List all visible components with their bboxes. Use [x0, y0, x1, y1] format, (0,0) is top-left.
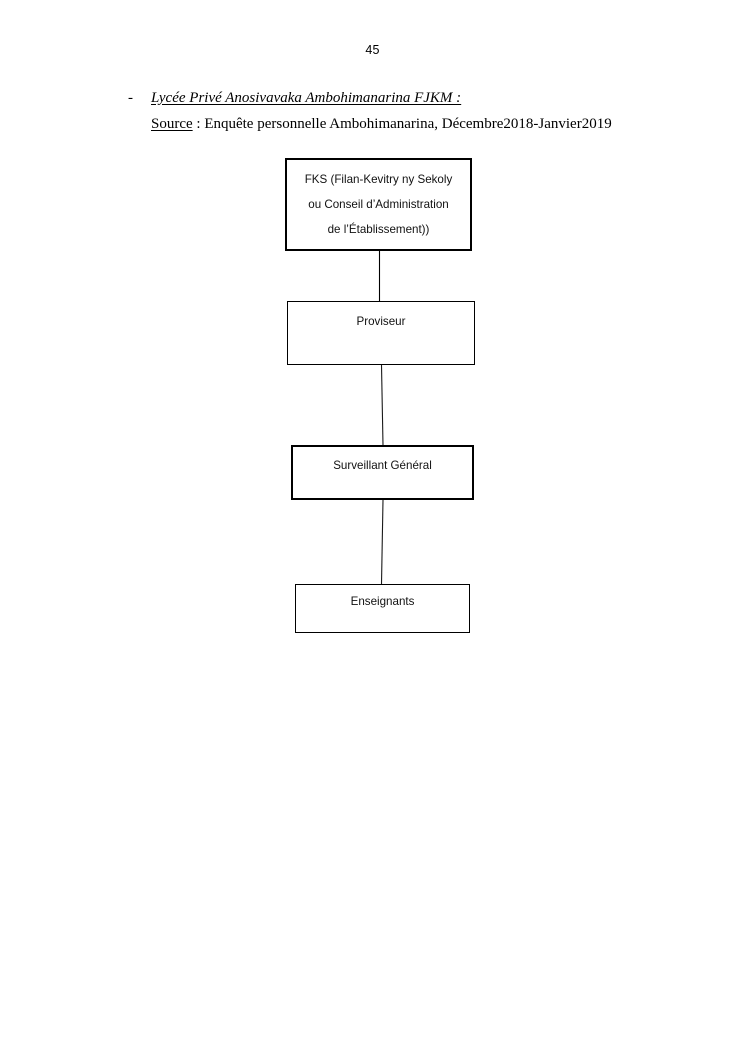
- bullet-dash: -: [128, 90, 133, 106]
- org-node-surveillant-general[interactable]: Surveillant Général: [291, 445, 474, 500]
- org-node-proviseur-label: Proviseur: [356, 315, 406, 328]
- section-heading: - Lycée Privé Anosivavaka Ambohimanarina …: [128, 88, 688, 108]
- org-node-enseignants[interactable]: Enseignants: [295, 584, 470, 633]
- edge-surveillant-to-enseignants: [380, 499, 384, 585]
- org-node-proviseur[interactable]: Proviseur: [287, 301, 475, 365]
- source-line: Source : Enquête personnelle Ambohimanar…: [151, 114, 721, 134]
- org-node-fks-label: FKS (Filan-Kevitry ny Sekoly ou Conseil …: [304, 173, 453, 236]
- source-label: Source: [151, 116, 193, 132]
- heading-title: Lycée Privé Anosivavaka Ambohimanarina F…: [151, 90, 462, 106]
- org-node-surveillant-general-label: Surveillant Général: [333, 459, 432, 472]
- edge-proviseur-to-surveillant: [380, 364, 384, 446]
- org-node-enseignants-label: Enseignants: [350, 595, 415, 608]
- page-number: 45: [365, 43, 380, 57]
- org-node-fks[interactable]: FKS (Filan-Kevitry ny Sekoly ou Conseil …: [285, 158, 472, 251]
- source-text: : Enquête personnelle Ambohimanarina, Dé…: [192, 116, 612, 132]
